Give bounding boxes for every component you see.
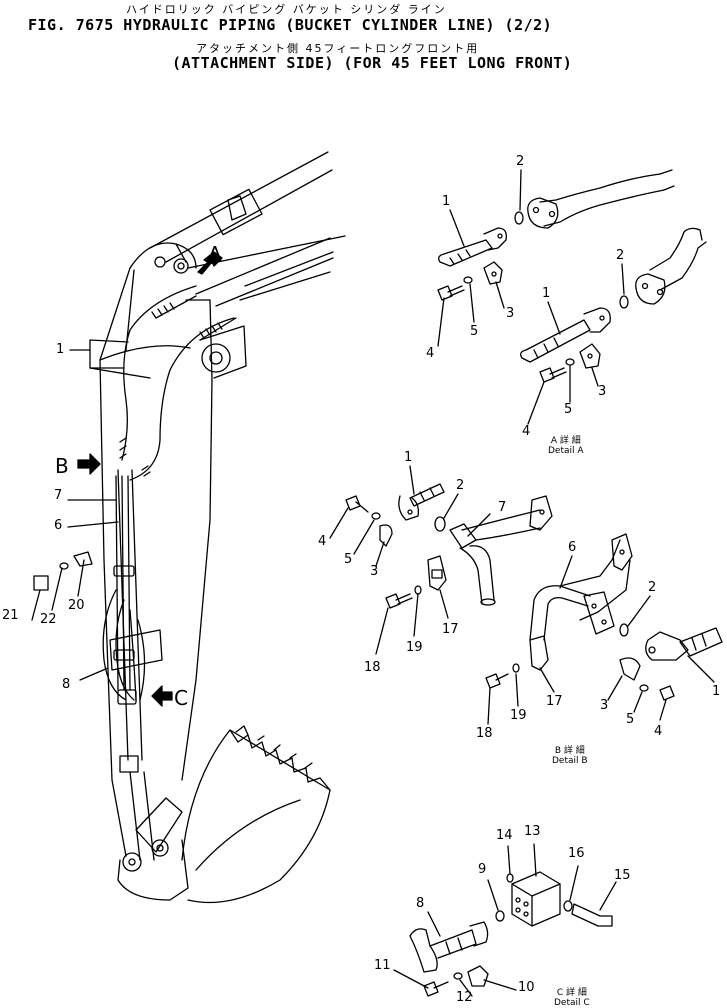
- part-label: 4: [426, 346, 435, 361]
- bucket: [181, 725, 331, 904]
- part-label: 15: [614, 868, 631, 883]
- part-label: 6: [54, 518, 63, 533]
- detail-b-parts: [345, 483, 723, 701]
- part-label: 12: [456, 990, 473, 1005]
- part-label: 18: [476, 726, 493, 741]
- figure-subtitle: (ATTACHMENT SIDE) (FOR 45 FEET LONG FRON…: [172, 54, 573, 72]
- part-label: 6: [568, 540, 577, 555]
- part-label: 1: [542, 286, 551, 301]
- part-label: 9: [478, 862, 487, 877]
- detail-a-leaders: [437, 169, 625, 425]
- part-label: 4: [522, 424, 531, 439]
- part-label: 3: [370, 564, 379, 579]
- part-label: 2: [648, 580, 657, 595]
- part-label: 5: [564, 402, 573, 417]
- part-label: 1: [56, 342, 65, 357]
- part-label: 13: [524, 824, 541, 839]
- part-label: 8: [62, 677, 71, 692]
- hose-routing: [102, 285, 237, 705]
- detail-b-caption: B 詳 細 Detail B: [552, 746, 588, 766]
- detail-a-parts: [437, 169, 707, 383]
- detail-c-caption-jp: C 詳 細: [556, 988, 587, 998]
- part-label: 2: [516, 154, 525, 169]
- figure-title: FIG. 7675 HYDRAULIC PIPING (BUCKET CYLIN…: [28, 16, 553, 34]
- detail-c-caption-en: Detail C: [554, 998, 590, 1008]
- part-label: 21: [2, 608, 19, 623]
- callout-letter-c: C: [174, 686, 188, 710]
- detail-b-leaders: [329, 465, 715, 725]
- part-label: 4: [318, 534, 327, 549]
- part-label: 22: [40, 612, 57, 627]
- callout-letter-b: B: [55, 454, 69, 478]
- detail-a-caption: A 詳 細 Detail A: [548, 436, 584, 456]
- detail-b-caption-en: Detail B: [552, 756, 588, 766]
- callout-letter-a: A: [208, 242, 222, 266]
- detail-a-caption-en: Detail A: [548, 446, 584, 456]
- callout-arrows: [77, 251, 223, 707]
- part-label: 3: [600, 698, 609, 713]
- part-label: 5: [470, 324, 479, 339]
- detail-b-caption-jp: B 詳 細: [554, 746, 585, 756]
- part-label: 7: [498, 500, 507, 515]
- part-label: 8: [416, 896, 425, 911]
- detail-a-caption-jp: A 詳 細: [550, 436, 581, 446]
- part-label: 4: [654, 724, 663, 739]
- part-label: 17: [546, 694, 563, 709]
- part-label: 20: [68, 598, 85, 613]
- detail-c-parts: [409, 871, 613, 997]
- part-label: 19: [406, 640, 423, 655]
- part-label: 17: [442, 622, 459, 637]
- part-label: 5: [344, 552, 353, 567]
- part-label: 7: [54, 488, 63, 503]
- part-label: 14: [496, 828, 513, 843]
- title-japanese: ハイドロリック バイピング バケット シリンダ ライン: [126, 3, 447, 16]
- detail-c-caption: C 詳 細 Detail C: [554, 988, 590, 1008]
- part-label: 1: [404, 450, 413, 465]
- part-label: 1: [712, 684, 721, 699]
- part-label: 10: [518, 980, 535, 995]
- part-label: 3: [598, 384, 607, 399]
- main-leaders: [31, 339, 151, 681]
- part-label: 3: [506, 306, 515, 321]
- part-label: 5: [626, 712, 635, 727]
- part-label: 16: [568, 846, 585, 861]
- part-label: 19: [510, 708, 527, 723]
- part-label: 18: [364, 660, 381, 675]
- part-label: 2: [616, 248, 625, 263]
- part-label: 2: [456, 478, 465, 493]
- part-label: 1: [442, 194, 451, 209]
- part-label: 11: [374, 958, 391, 973]
- arm-assembly: [99, 151, 346, 901]
- subtitle-japanese: アタッチメント側 45フィートロングフロント用: [196, 42, 480, 55]
- detail-c-leaders: [393, 843, 617, 997]
